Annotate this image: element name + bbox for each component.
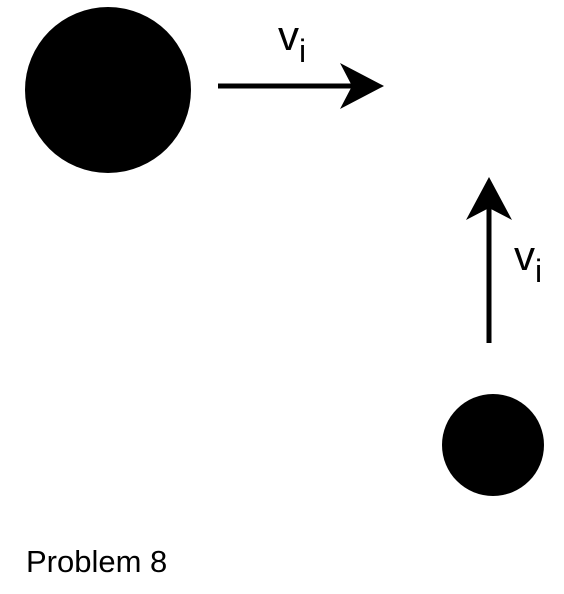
problem-caption: Problem 8 [26, 544, 168, 579]
vertical-velocity-label: vi [514, 232, 542, 289]
velocity-subscript: i [535, 253, 542, 289]
vertical-velocity-arrow [466, 177, 512, 343]
arrow-right-icon [340, 63, 384, 109]
large-ball [25, 7, 191, 173]
arrow-up-icon [466, 177, 512, 220]
small-ball [442, 394, 544, 496]
velocity-symbol: v [278, 12, 299, 59]
horizontal-velocity-arrow [218, 63, 384, 109]
velocity-symbol: v [514, 232, 535, 279]
velocity-subscript: i [299, 33, 306, 69]
horizontal-velocity-label: vi [278, 12, 306, 69]
